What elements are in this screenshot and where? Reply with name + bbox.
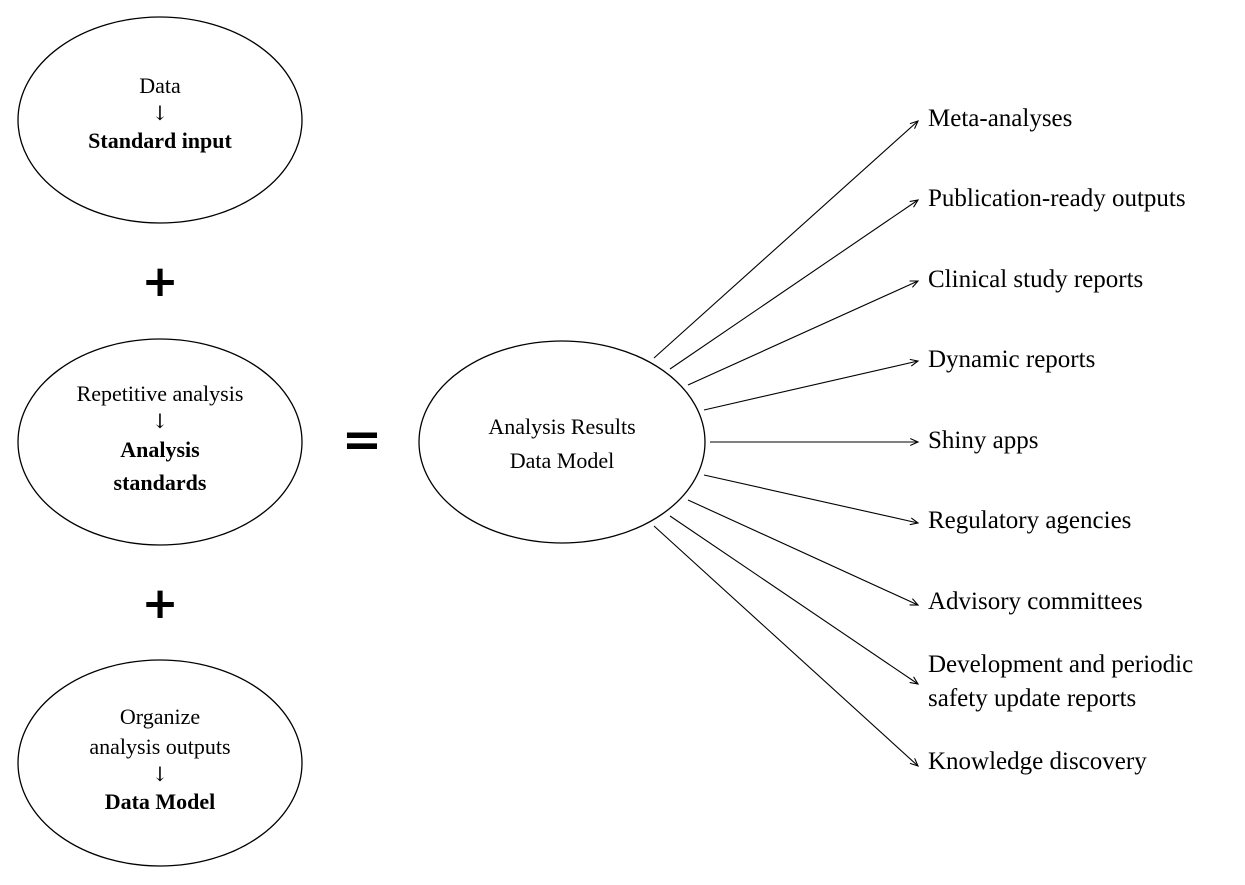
input-repetitive-analysis-label: Repetitive analysis	[76, 381, 244, 406]
input-data-label: Data	[139, 73, 181, 98]
down-arrow-icon: ↓	[151, 409, 169, 433]
output-meta-analyses: Meta-analyses	[928, 105, 1073, 132]
input-data-model-label: Data Model	[104, 789, 216, 814]
input-standard-input-label: Standard input	[88, 128, 232, 153]
output-knowledge-discovery: Knowledge discovery	[928, 748, 1147, 775]
output-regulatory-agencies: Regulatory agencies	[928, 507, 1132, 534]
input-analysis-outputs-label: analysis outputs	[89, 734, 231, 759]
plus-operator-1: +	[141, 256, 179, 307]
center-ellipse	[418, 340, 706, 544]
arrow-shiny-apps	[710, 438, 920, 446]
input-ellipse-analysis	[17, 338, 303, 546]
input-ellipse-data	[17, 16, 303, 224]
arrow-advisory-committees	[687, 499, 920, 606]
plus-operator-2: +	[141, 578, 179, 629]
arrowhead-icon	[909, 358, 920, 367]
arrow-knowledge-discovery	[653, 525, 919, 767]
down-arrow-icon: ↓	[151, 101, 169, 125]
down-arrow-icon: ↓	[151, 762, 169, 786]
arrow-regulatory-agencies	[703, 474, 920, 526]
arrowhead-icon	[909, 676, 920, 685]
input-standards-label: standards	[113, 470, 207, 495]
equals-operator: =	[341, 412, 383, 468]
input-analysis-label: Analysis	[120, 437, 200, 462]
arrowhead-icon	[909, 280, 920, 288]
center-line1: Analysis Results	[488, 414, 636, 439]
arrowhead-icon	[909, 758, 919, 767]
output-advisory-committees: Advisory committees	[928, 588, 1143, 615]
input-ellipse-organize	[17, 659, 303, 867]
output-development-periodic: Development and periodic	[928, 651, 1194, 678]
arrow-dynamic-reports	[703, 358, 920, 411]
arrow-clinical-study-reports	[687, 280, 920, 386]
center-node-text: Analysis Results Data Model	[442, 410, 682, 478]
arrowhead-icon	[910, 438, 920, 446]
output-arrows	[653, 120, 920, 767]
arrowhead-icon	[909, 598, 920, 606]
input-node-organize-text: Organize analysis outputs ↓ Data Model	[40, 702, 280, 817]
arrow-meta-analyses	[653, 120, 920, 359]
input-node-analysis-text: Repetitive analysis ↓ Analysis standards	[40, 378, 280, 499]
center-line2: Data Model	[509, 448, 615, 473]
output-publication-ready: Publication-ready outputs	[928, 185, 1186, 212]
arrow-publication-ready	[669, 199, 920, 370]
input-node-data-text: Data ↓ Standard input	[60, 70, 260, 156]
arrowhead-icon	[909, 199, 920, 208]
arrowhead-icon	[909, 517, 920, 526]
output-safety-update-reports: safety update reports	[928, 685, 1137, 712]
arrow-development-periodic	[669, 515, 920, 685]
output-dynamic-reports: Dynamic reports	[928, 346, 1096, 373]
arrowhead-icon	[909, 120, 920, 129]
output-clinical-study-reports: Clinical study reports	[928, 266, 1144, 293]
input-organize-label: Organize	[119, 704, 201, 729]
output-shiny-apps: Shiny apps	[928, 427, 1039, 454]
